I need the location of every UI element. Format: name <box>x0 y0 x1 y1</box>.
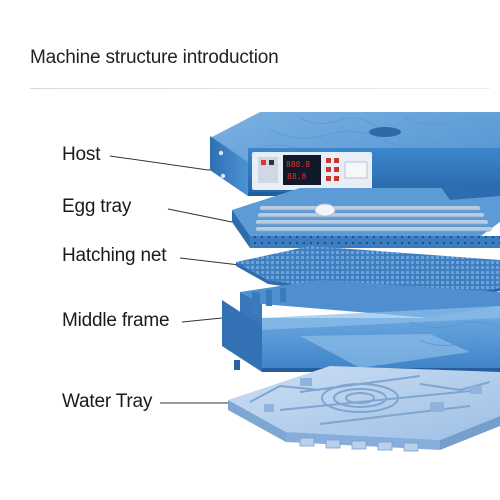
label-middle-frame: Middle frame <box>62 310 170 331</box>
display-readout-right: 88.8 <box>287 172 306 181</box>
display-screen <box>283 155 321 185</box>
label-water-tray: Water Tray <box>62 391 153 412</box>
leader-middle-frame <box>181 317 223 323</box>
title-divider <box>30 88 490 89</box>
lid-screw-lower <box>220 173 226 179</box>
frame-foot-left <box>234 360 240 370</box>
label-egg-tray: Egg tray <box>62 196 132 217</box>
leader-lines <box>109 155 249 404</box>
leader-egg-tray <box>167 208 233 223</box>
display-readout-left: 888.8 <box>286 160 310 169</box>
middle-frame <box>222 280 500 378</box>
water-tray <box>228 366 500 452</box>
label-hatching-net: Hatching net <box>62 245 167 266</box>
diagram-title: Machine structure introduction <box>30 47 279 68</box>
label-host: Host <box>62 144 101 165</box>
lid-screw-left <box>218 150 224 156</box>
control-buttons <box>326 158 339 181</box>
egg-tray <box>232 182 500 248</box>
host-lid: 888.8 88.8 <box>210 112 500 196</box>
leader-host <box>109 155 218 171</box>
